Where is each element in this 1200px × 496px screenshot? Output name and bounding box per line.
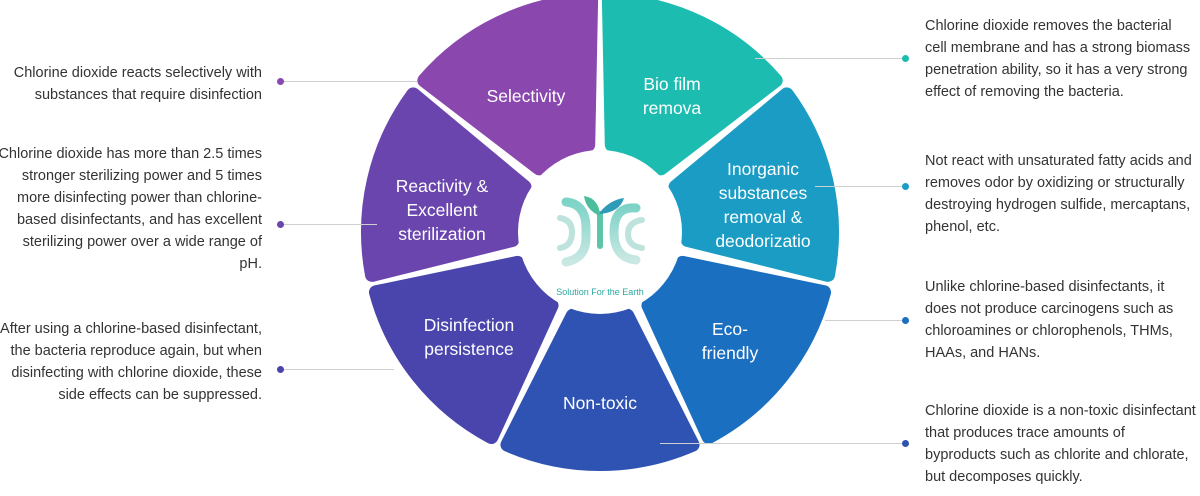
wheel-segment-eco	[641, 255, 832, 445]
bullet-dot-inorganic	[902, 183, 909, 190]
wheel-segment-biofilm	[601, 0, 783, 176]
center-slogan: Solution For the Earth	[556, 287, 644, 297]
sprout-logo-icon	[557, 196, 645, 267]
description-persistence: After using a chlorine-based disinfectan…	[0, 321, 262, 403]
connector-line-biofilm	[755, 58, 905, 59]
connector-line-inorganic	[815, 186, 905, 187]
segment-label-selectivity: Selectivity	[487, 86, 566, 106]
connector-line-eco	[825, 320, 905, 321]
description-biofilm: Chlorine dioxide removes the bacterial c…	[925, 18, 1191, 100]
segment-label-eco: Eco-friendly	[702, 319, 759, 363]
wheel-segment-reactivity	[361, 87, 532, 282]
segment-label-nontoxic: Non-toxic	[563, 393, 637, 413]
connector-line-persistence	[282, 369, 394, 370]
connector-line-nontoxic	[660, 443, 905, 444]
bullet-dot-nontoxic	[902, 440, 909, 447]
bullet-dot-eco	[902, 317, 909, 324]
description-nontoxic: Chlorine dioxide is a non-toxic disinfec…	[925, 403, 1196, 485]
bullet-dot-selectivity	[277, 78, 284, 85]
bullet-dot-reactivity	[277, 221, 284, 228]
description-selectivity: Chlorine dioxide reacts selectively with…	[13, 65, 262, 103]
wheel-segment-selectivity	[417, 0, 599, 176]
bullet-dot-biofilm	[902, 55, 909, 62]
wheel-segment-persistence	[368, 255, 559, 445]
connector-line-reactivity	[282, 224, 377, 225]
description-reactivity: Chlorine dioxide has more than 2.5 times…	[0, 146, 262, 272]
description-inorganic: Not react with unsaturated fatty acids a…	[925, 153, 1192, 235]
wheel-segment-inorganic	[668, 87, 839, 282]
wheel-segment-nontoxic	[500, 308, 700, 471]
bullet-dot-persistence	[277, 366, 284, 373]
description-eco: Unlike chlorine-based disinfectants, it …	[925, 279, 1174, 361]
connector-line-selectivity	[282, 81, 417, 82]
